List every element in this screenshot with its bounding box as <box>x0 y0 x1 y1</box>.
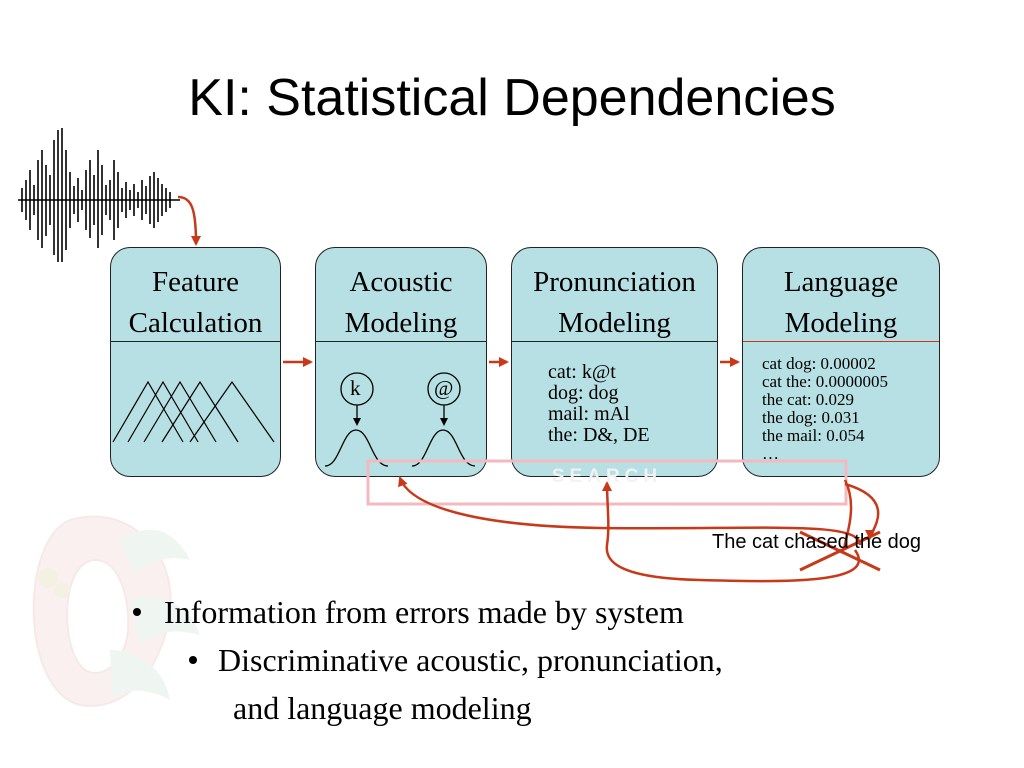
language-modeling-box: Language Modeling cat dog: 0.00002 cat t… <box>742 247 940 477</box>
language-entry: the dog: 0.031 <box>762 408 860 427</box>
output-sentence: The cat chased the dog <box>712 531 922 553</box>
language-entries: cat dog: 0.00002 cat the: 0.0000005 the … <box>762 355 888 463</box>
pronunciation-title-line1: Pronunciation <box>533 266 696 298</box>
feature-title-line2: Calculation <box>128 307 263 339</box>
cross-out-mark <box>799 530 881 572</box>
language-title-line1: Language <box>783 266 899 298</box>
phone-label-k: k <box>350 376 361 400</box>
feature-calculation-box: Feature Calculation <box>110 247 281 477</box>
bullet-dot-2 <box>189 656 197 664</box>
acoustic-title-line1: Acoustic <box>349 266 453 298</box>
bullet-text-2-continued: and language modeling <box>233 690 532 726</box>
bullet-text-2: Discriminative acoustic, pronunciation, <box>218 642 723 678</box>
language-entry: the cat: 0.029 <box>762 390 855 409</box>
language-entry: cat dog: 0.00002 <box>762 354 876 373</box>
pronunciation-entry: cat: k@t <box>548 361 616 383</box>
pronunciation-entry: the: D&, DE <box>548 424 650 446</box>
gaussian-curve-k <box>324 429 389 467</box>
language-entry: cat the: 0.0000005 <box>762 372 889 391</box>
feedback-arrow-acoustic <box>398 476 862 546</box>
pronunciation-entry: mail: mAl <box>548 403 630 425</box>
acoustic-modeling-title: Acoustic Modeling <box>316 262 486 344</box>
acoustic-divider <box>316 341 486 342</box>
gaussian-curve-at <box>411 429 476 467</box>
feedback-arrow-pronunciation <box>602 481 860 583</box>
language-modeling-title: Language Modeling <box>743 262 939 344</box>
feature-divider <box>111 341 280 342</box>
feedback-arrow-language <box>843 479 853 549</box>
bullet-dot-1 <box>133 608 141 616</box>
bullet-text-1: Information from errors made by system <box>164 594 684 630</box>
slide-title: KI: Statistical Dependencies <box>188 69 836 127</box>
language-entry: the mail: 0.054 <box>762 426 865 445</box>
pronunciation-divider <box>512 341 717 342</box>
feature-calculation-title: Feature Calculation <box>111 262 280 344</box>
pronunciation-modeling-box: Pronunciation Modeling cat: k@t dog: dog… <box>511 247 718 477</box>
pronunciation-entries: cat: k@t dog: dog mail: mAl the: D&, DE … <box>548 362 650 467</box>
acoustic-title-line2: Modeling <box>344 307 458 339</box>
speech-waveform-icon <box>18 128 180 262</box>
filterbank-icon <box>112 380 275 443</box>
search-label: SEARCH <box>551 466 663 487</box>
pronunciation-modeling-title: Pronunciation Modeling <box>512 262 717 344</box>
language-title-line2: Modeling <box>784 307 898 339</box>
pronunciation-title-line2: Modeling <box>558 307 671 339</box>
phone-label-at: @ <box>434 376 454 400</box>
language-entry: … <box>762 444 779 463</box>
pronunciation-entry: dog: dog <box>548 382 619 404</box>
input-arrow <box>177 195 201 246</box>
language-divider <box>743 341 939 342</box>
feature-title-line1: Feature <box>152 266 239 298</box>
acoustic-modeling-box: Acoustic Modeling <box>315 247 487 477</box>
